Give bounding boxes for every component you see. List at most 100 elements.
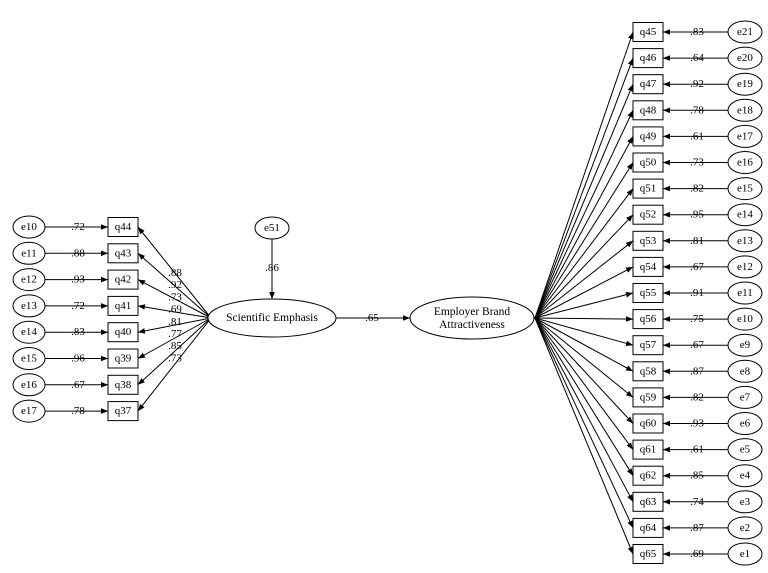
error-coef-q38: .67 <box>71 379 85 391</box>
error-e18-right <box>727 98 763 122</box>
error-e20-right <box>727 46 763 70</box>
error-e51-label: e51 <box>264 222 280 234</box>
error-coef-q42: .93 <box>71 274 85 286</box>
loading-path-q39 <box>137 317 212 359</box>
error-e11-left-label: e11 <box>21 247 36 259</box>
error-coef-q53: .81 <box>690 235 704 247</box>
loading-path-q60 <box>534 317 634 424</box>
error-e15-right-label: e15 <box>737 183 753 195</box>
error-e14-left-label: e14 <box>21 326 37 338</box>
indicator-q58 <box>632 361 664 382</box>
indicator-q48 <box>632 100 664 121</box>
indicator-q65-label: q65 <box>640 548 657 560</box>
indicator-q46 <box>632 48 664 69</box>
error-e16-right-label: e16 <box>737 157 753 169</box>
loading-coef-q40: .81 <box>168 316 182 328</box>
error-coef-q50: .73 <box>690 157 704 169</box>
error-e19-right-label: e19 <box>737 78 753 90</box>
error-e14-right <box>727 203 763 227</box>
error-coef-q41: .72 <box>71 300 85 312</box>
error-e1-right <box>727 542 763 566</box>
error-e13-right <box>727 229 763 253</box>
latent-employer-brand-attractiveness <box>409 296 535 340</box>
error-e16-right <box>727 151 763 174</box>
error-e11-left <box>12 241 46 265</box>
error-coef-q51: .82 <box>690 183 704 195</box>
error-e4-right-label: e4 <box>740 470 751 482</box>
error-e11-right-label: e11 <box>737 287 752 299</box>
indicator-q42-label: q42 <box>115 274 132 286</box>
error-e3-right <box>727 490 763 514</box>
error-e20-right-label: e20 <box>737 52 753 64</box>
indicator-q55 <box>632 283 664 303</box>
error-e16-left <box>12 373 46 397</box>
indicator-q61 <box>632 439 664 460</box>
error-coef-q65: .69 <box>690 548 704 560</box>
error-coef-q45: .83 <box>690 26 704 38</box>
indicator-q37-label: q37 <box>115 405 132 417</box>
indicator-q62-label: q62 <box>640 470 657 482</box>
error-coef-q64: .87 <box>690 522 704 534</box>
error-coef-q57: .67 <box>690 339 704 351</box>
error-e17-left-label: e17 <box>21 405 37 417</box>
indicator-q54 <box>632 256 664 277</box>
indicator-q45-label: q45 <box>640 26 657 38</box>
indicator-q47 <box>632 74 664 95</box>
loading-path-q38 <box>137 317 212 386</box>
error-e15-left <box>12 347 46 370</box>
loading-path-q59 <box>534 317 634 398</box>
error-coef-q49: .61 <box>690 130 704 142</box>
error-e18-right-label: e18 <box>737 104 753 116</box>
error-e12-right <box>727 255 763 279</box>
error-e11-right <box>727 281 763 305</box>
latent-employer-brand-attractiveness-label: Attractiveness <box>439 319 505 331</box>
indicator-q59 <box>632 387 664 408</box>
indicator-q57-label: q57 <box>640 339 657 351</box>
error-coef-q62: .85 <box>690 470 704 482</box>
error-e17-right-label: e17 <box>737 130 753 142</box>
error-coef-q39: .96 <box>71 353 85 365</box>
error-e51-coef: .86 <box>265 262 279 274</box>
error-coef-q47: .92 <box>690 78 704 90</box>
error-e5-right <box>727 438 763 462</box>
error-e9-right <box>727 333 763 357</box>
loading-coef-q38: .85 <box>168 340 182 352</box>
error-e7-right <box>727 385 763 409</box>
loading-coef-q44: .88 <box>168 267 182 279</box>
indicator-q52 <box>632 204 664 225</box>
loading-path-q54 <box>534 266 634 319</box>
error-e3-right-label: e3 <box>740 496 751 508</box>
indicator-q53-label: q53 <box>640 235 657 247</box>
error-e13-left <box>12 294 46 318</box>
loading-path-q61 <box>534 317 634 450</box>
loading-path-q50 <box>534 162 634 319</box>
error-coef-q44: .72 <box>71 221 85 233</box>
indicator-q56-label: q56 <box>640 313 657 325</box>
indicator-q42 <box>107 269 139 290</box>
error-coef-q54: .67 <box>690 261 704 273</box>
loading-path-q53 <box>534 240 634 319</box>
loading-path-q41 <box>137 304 212 319</box>
loading-path-q63 <box>534 317 634 503</box>
error-coef-q58: .87 <box>690 365 704 377</box>
loading-path-q49 <box>534 136 634 319</box>
indicator-q44-label: q44 <box>115 221 132 233</box>
indicator-q41-label: q41 <box>115 300 132 312</box>
error-e19-right <box>727 72 763 96</box>
indicator-q61-label: q61 <box>640 444 657 456</box>
latent-employer-brand-attractiveness-label: Employer Brand <box>434 306 511 318</box>
error-e15-left-label: e15 <box>21 353 37 365</box>
error-e9-right-label: e9 <box>740 339 751 351</box>
indicator-q48-label: q48 <box>640 104 657 116</box>
indicator-q40-label: q40 <box>115 326 132 338</box>
error-e4-right <box>727 464 763 488</box>
loading-coef-q41: .69 <box>168 304 182 316</box>
indicator-q60-label: q60 <box>640 418 657 430</box>
loading-path-q42 <box>137 279 212 319</box>
error-e8-right-label: e8 <box>740 365 751 377</box>
indicator-q45 <box>632 22 664 42</box>
indicator-q38 <box>107 374 139 395</box>
loading-path-q52 <box>534 214 634 319</box>
error-coef-q61: .61 <box>690 444 704 456</box>
loading-path-q56 <box>534 316 634 322</box>
